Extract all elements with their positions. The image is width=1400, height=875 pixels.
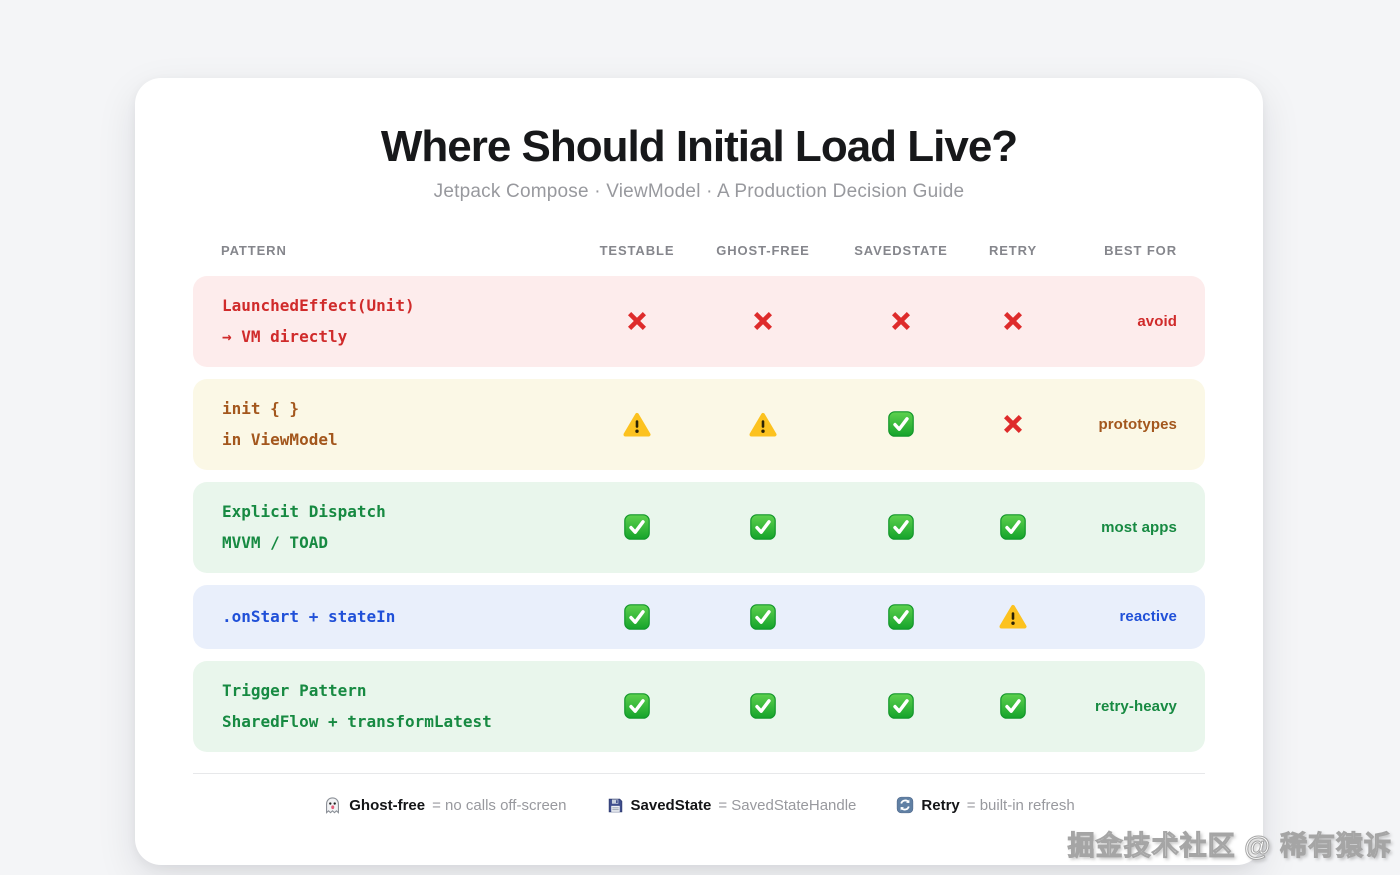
pattern-cell: .onStart + stateIn (193, 601, 573, 632)
status-cell (701, 603, 825, 630)
status-cell (573, 412, 701, 437)
column-header-retry: RETRY (988, 242, 1038, 258)
cross-icon (999, 307, 1027, 335)
check-icon (750, 603, 776, 630)
status-cell (701, 412, 825, 437)
column-header-pattern: PATTERN (221, 242, 287, 258)
refresh-icon (896, 796, 914, 814)
pattern-line: SharedFlow + transformLatest (222, 712, 492, 732)
best-for-label: retry-heavy (1095, 697, 1177, 715)
legend-definition: = no calls off-screen (432, 796, 567, 814)
column-header-testable: TESTABLE (599, 242, 675, 258)
legend-term: Ghost-free (349, 796, 426, 814)
status-cell (573, 514, 701, 540)
legend-term: SavedState (630, 796, 712, 814)
pattern-line: Trigger Pattern (222, 681, 367, 701)
check-icon (1000, 693, 1026, 719)
best-for-label: most apps (1101, 518, 1177, 536)
check-icon (888, 411, 914, 437)
check-icon (1000, 514, 1026, 540)
status-cell (977, 410, 1049, 438)
cross-icon (887, 307, 915, 335)
page-title: Where Should Initial Load Live? (380, 122, 1018, 171)
check-icon (888, 514, 914, 540)
status-cell (701, 693, 825, 719)
check-icon (624, 514, 650, 540)
legend-definition: = SavedStateHandle (718, 796, 857, 814)
pattern-line: LaunchedEffect(Unit) (222, 296, 415, 316)
check-icon (888, 603, 914, 630)
legend-definition: = built-in refresh (966, 796, 1075, 814)
status-cell (825, 693, 977, 719)
pattern-line: in ViewModel (222, 430, 338, 450)
status-cell (825, 307, 977, 335)
pattern-line: Explicit Dispatch (222, 502, 386, 522)
table-row: LaunchedEffect(Unit) → VM directly avoid (193, 275, 1205, 367)
status-cell (977, 514, 1049, 540)
status-cell (977, 693, 1049, 719)
cross-icon (999, 410, 1027, 438)
decision-table: PATTERN TESTABLE GHOST-FREE SAVEDSTATE R… (135, 243, 1263, 815)
cross-icon (749, 307, 777, 335)
check-icon (750, 693, 776, 719)
check-icon (624, 603, 650, 630)
pattern-line: MVVM / TOAD (222, 533, 328, 553)
pattern-line: .onStart + stateIn (222, 607, 396, 627)
table-header-row: PATTERN TESTABLE GHOST-FREE SAVEDSTATE R… (193, 243, 1205, 258)
warning-icon (623, 412, 651, 437)
legend-item: Retry = built-in refresh (896, 796, 1075, 814)
status-cell (977, 307, 1049, 335)
status-cell (825, 411, 977, 437)
status-cell (573, 307, 701, 335)
status-cell (825, 514, 977, 540)
column-header-best-for: BEST FOR (1104, 242, 1177, 258)
status-cell (573, 693, 701, 719)
legend-term: Retry (921, 796, 960, 814)
table-row: .onStart + stateIn reactive (193, 584, 1205, 649)
best-for-label: prototypes (1098, 415, 1177, 433)
pattern-cell: init { } in ViewModel (193, 393, 573, 455)
divider (193, 772, 1205, 774)
column-header-savedstate: SAVEDSTATE (854, 242, 948, 258)
ghost-icon (323, 796, 342, 815)
pattern-line: init { } (222, 399, 300, 419)
floppy-disk-icon (607, 797, 624, 814)
watermark: 掘金技术社区 @ 稀有猿诉 (1067, 831, 1392, 862)
legend-item: Ghost-free = no calls off-screen (323, 796, 567, 815)
legend-item: SavedState = SavedStateHandle (607, 796, 857, 814)
pattern-cell: LaunchedEffect(Unit) → VM directly (193, 290, 573, 352)
cross-icon (623, 307, 651, 335)
status-cell (977, 604, 1049, 629)
status-cell (825, 603, 977, 630)
check-icon (750, 514, 776, 540)
status-cell (573, 603, 701, 630)
check-icon (624, 693, 650, 719)
column-header-ghost-free: GHOST-FREE (716, 242, 810, 258)
table-row: init { } in ViewModel prototypes (193, 378, 1205, 470)
table-body: LaunchedEffect(Unit) → VM directly avoid in… (193, 275, 1205, 752)
decision-guide-card: Where Should Initial Load Live? Jetpack … (135, 78, 1263, 865)
page-subtitle: Jetpack Compose · ViewModel · A Producti… (433, 180, 965, 202)
pattern-line: → VM directly (222, 327, 348, 347)
best-for-label: avoid (1137, 312, 1177, 330)
warning-icon (749, 412, 777, 437)
status-cell (701, 514, 825, 540)
check-icon (888, 693, 914, 719)
legend: Ghost-free = no calls off-screen SavedStat… (193, 796, 1205, 815)
warning-icon (999, 604, 1027, 629)
best-for-label: reactive (1119, 608, 1177, 626)
status-cell (701, 307, 825, 335)
